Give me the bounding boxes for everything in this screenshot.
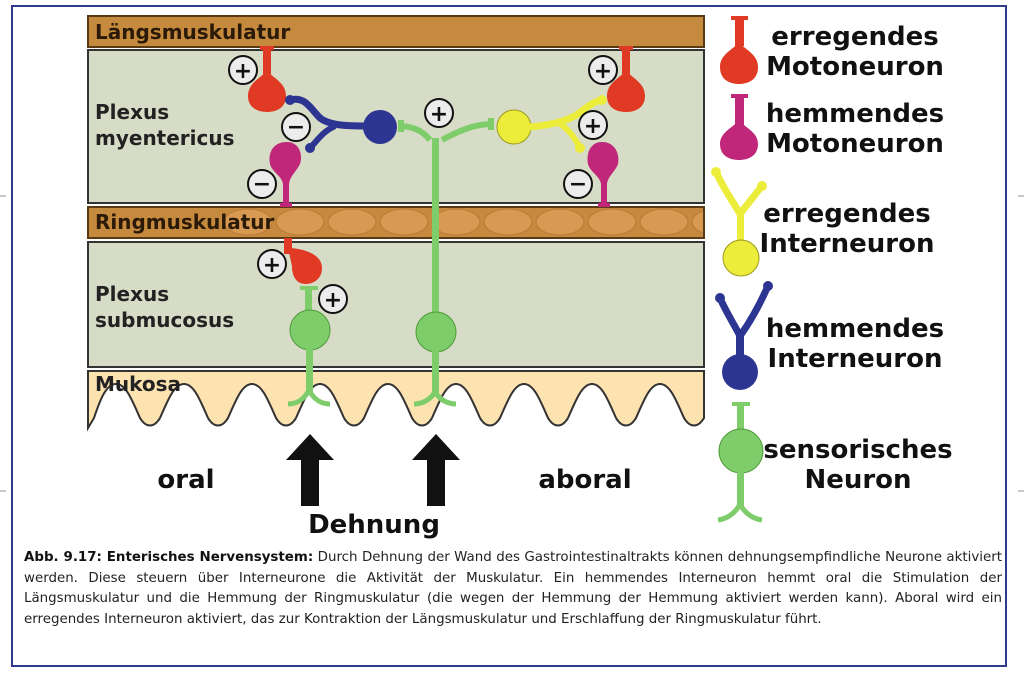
sensory-neuron-aboral — [397, 118, 494, 407]
enteric-nervous-system-diagram: Längsmuskulatur Plexus myentericus Ringm… — [87, 15, 953, 540]
submucous-plexus-layer — [87, 241, 705, 368]
stretch-label: Dehnung — [308, 510, 440, 540]
legend-label-5b: Neuron — [804, 465, 911, 495]
plus-sign-motor-right: + — [588, 55, 618, 85]
svg-text:+: + — [234, 59, 252, 84]
excitatory-motor-neuron-longitudinal — [248, 46, 286, 112]
legend-label-2a: hemmendes — [766, 99, 944, 129]
minus-sign-motor-right: − — [563, 169, 593, 199]
stretch-arrow-left — [286, 434, 334, 506]
mucosa-label: Mukosa — [95, 372, 181, 396]
aboral-label: aboral — [538, 465, 631, 495]
inhibitory-motor-neuron-circular-oral — [269, 142, 302, 207]
svg-text:+: + — [430, 102, 448, 127]
plus-sign-sensory-center: + — [424, 98, 454, 128]
minus-sign-motor-left: − — [247, 169, 277, 199]
page-edge-mark — [0, 195, 6, 197]
circular-muscle-label: Ringmuskulatur — [95, 210, 274, 234]
legend-icon-inhibitory-interneuron — [715, 281, 773, 390]
plus-sign-submucosa-motor: + — [257, 249, 287, 279]
myenteric-plexus-label-2: myentericus — [95, 126, 235, 150]
plus-sign-interneuron-right: + — [578, 110, 608, 140]
svg-text:−: − — [253, 172, 271, 197]
legend: erregendes Motoneuron hemmendes Motoneur… — [711, 16, 953, 523]
stretch-arrow-right — [412, 434, 460, 506]
plus-sign-motor-left: + — [228, 55, 258, 85]
submucous-plexus-label-2: submucosus — [95, 308, 234, 332]
legend-icon-excitatory-interneuron — [711, 167, 767, 277]
legend-label-1a: erregendes — [771, 22, 938, 52]
legend-icon-excitatory-motor-neuron — [720, 16, 758, 84]
figure-caption: Abb. 9.17: Enterisches Nervensystem: Dur… — [24, 548, 1002, 630]
excitatory-motor-neuron-longitudinal-aboral — [607, 46, 645, 112]
inhibitory-interneuron-oral — [285, 95, 397, 153]
legend-label-2b: Motoneuron — [766, 129, 944, 159]
legend-icon-inhibitory-motor-neuron — [720, 94, 758, 160]
legend-label-4a: hemmendes — [766, 314, 944, 344]
legend-icon-sensory-neuron — [717, 402, 764, 523]
svg-text:+: + — [263, 253, 281, 278]
minus-sign-interneuron-left: − — [281, 112, 311, 142]
svg-text:+: + — [324, 288, 342, 313]
svg-text:+: + — [584, 114, 602, 139]
legend-label-3b: Interneuron — [760, 229, 935, 259]
page-edge-mark — [1018, 195, 1024, 197]
submucous-plexus-label-1: Plexus — [95, 282, 169, 306]
inhibitory-motor-neuron-circular-aboral — [587, 142, 619, 207]
longitudinal-muscle-label: Längsmuskulatur — [95, 20, 290, 44]
myenteric-plexus-label-1: Plexus — [95, 100, 169, 124]
legend-label-4b: Interneuron — [768, 344, 943, 374]
svg-text:−: − — [287, 115, 305, 140]
sensory-neuron-oral — [287, 286, 331, 407]
page-edge-mark — [1018, 490, 1024, 492]
oral-label: oral — [157, 465, 214, 495]
svg-text:−: − — [569, 172, 587, 197]
excitatory-interneuron-aboral — [496, 95, 607, 153]
plus-sign-submucosa-sensory: + — [318, 284, 348, 314]
longitudinal-muscle-layer — [87, 15, 705, 48]
legend-label-3a: erregendes — [763, 199, 930, 229]
legend-label-5a: sensorisches — [763, 435, 952, 465]
excitatory-motor-neuron-submucosa — [284, 238, 322, 284]
svg-text:+: + — [594, 59, 612, 84]
legend-label-1b: Motoneuron — [766, 52, 944, 82]
mucosa-layer — [87, 370, 705, 432]
page-edge-mark — [0, 490, 6, 492]
caption-label: Abb. 9.17: Enterisches Nervensystem: — [24, 550, 314, 565]
caption-text: Durch Dehnung der Wand des Gastrointesti… — [24, 550, 1002, 627]
